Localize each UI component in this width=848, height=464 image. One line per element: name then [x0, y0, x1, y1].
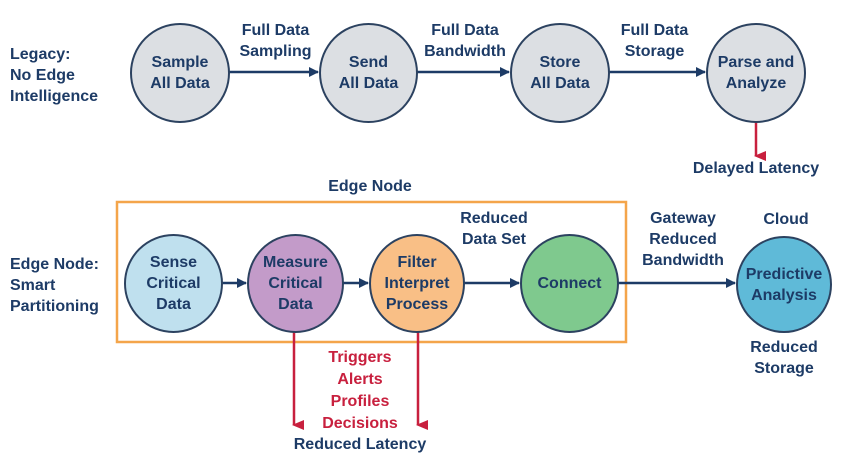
output-triggers: Triggers [328, 349, 392, 366]
edge-row-label: Edge Node: Smart Partitioning [10, 256, 99, 315]
node-connect: Connect [520, 234, 619, 333]
node-predictive-analysis: Predictive Analysis [736, 236, 832, 333]
edge-label-sampling: Full Data Sampling [239, 22, 312, 60]
node-send-all-data: Send All Data [319, 23, 418, 123]
node-sample-all-data: Sample All Data [130, 23, 230, 123]
node-sample-label: Sample All Data [150, 54, 210, 92]
reduced-latency-label: Reduced Latency [293, 436, 427, 453]
node-predictive-label: Predictive Analysis [745, 265, 823, 304]
gateway-label: Gateway Reduced Bandwidth [642, 210, 724, 269]
node-filter-label: Filter Interpret Process [384, 254, 450, 313]
node-connect-label: Connect [537, 275, 602, 292]
node-sense-label: Sense Critical Data [146, 254, 201, 313]
node-send-label: Send All Data [338, 54, 399, 92]
node-parse-and-analyze: Parse and Analyze [706, 23, 806, 123]
node-store-label: Store All Data [530, 54, 590, 92]
node-filter-interpret-process: Filter Interpret Process [369, 234, 465, 333]
reduced-data-set-label: Reduced Data Set [460, 210, 528, 248]
node-measure-critical-data: Measure Critical Data [247, 234, 344, 333]
output-decisions: Decisions [322, 415, 398, 432]
edge-node-box [115, 200, 628, 344]
output-profiles: Profiles [330, 393, 390, 410]
cloud-title: Cloud [763, 211, 809, 228]
edge-label-bandwidth: Full Data Bandwidth [424, 22, 506, 60]
edge-node-title: Edge Node [328, 178, 412, 195]
node-sense-critical-data: Sense Critical Data [124, 234, 223, 333]
cloud-storage-label: Reduced Storage [750, 339, 818, 377]
legacy-row-label: Legacy: No Edge Intelligence [10, 46, 99, 105]
node-store-all-data: Store All Data [510, 23, 610, 123]
node-parse-label: Parse and Analyze [717, 54, 795, 92]
edge-label-storage: Full Data Storage [620, 22, 689, 60]
delayed-latency-label: Delayed Latency [692, 160, 820, 177]
node-measure-label: Measure Critical Data [263, 254, 328, 313]
output-alerts: Alerts [337, 371, 383, 388]
